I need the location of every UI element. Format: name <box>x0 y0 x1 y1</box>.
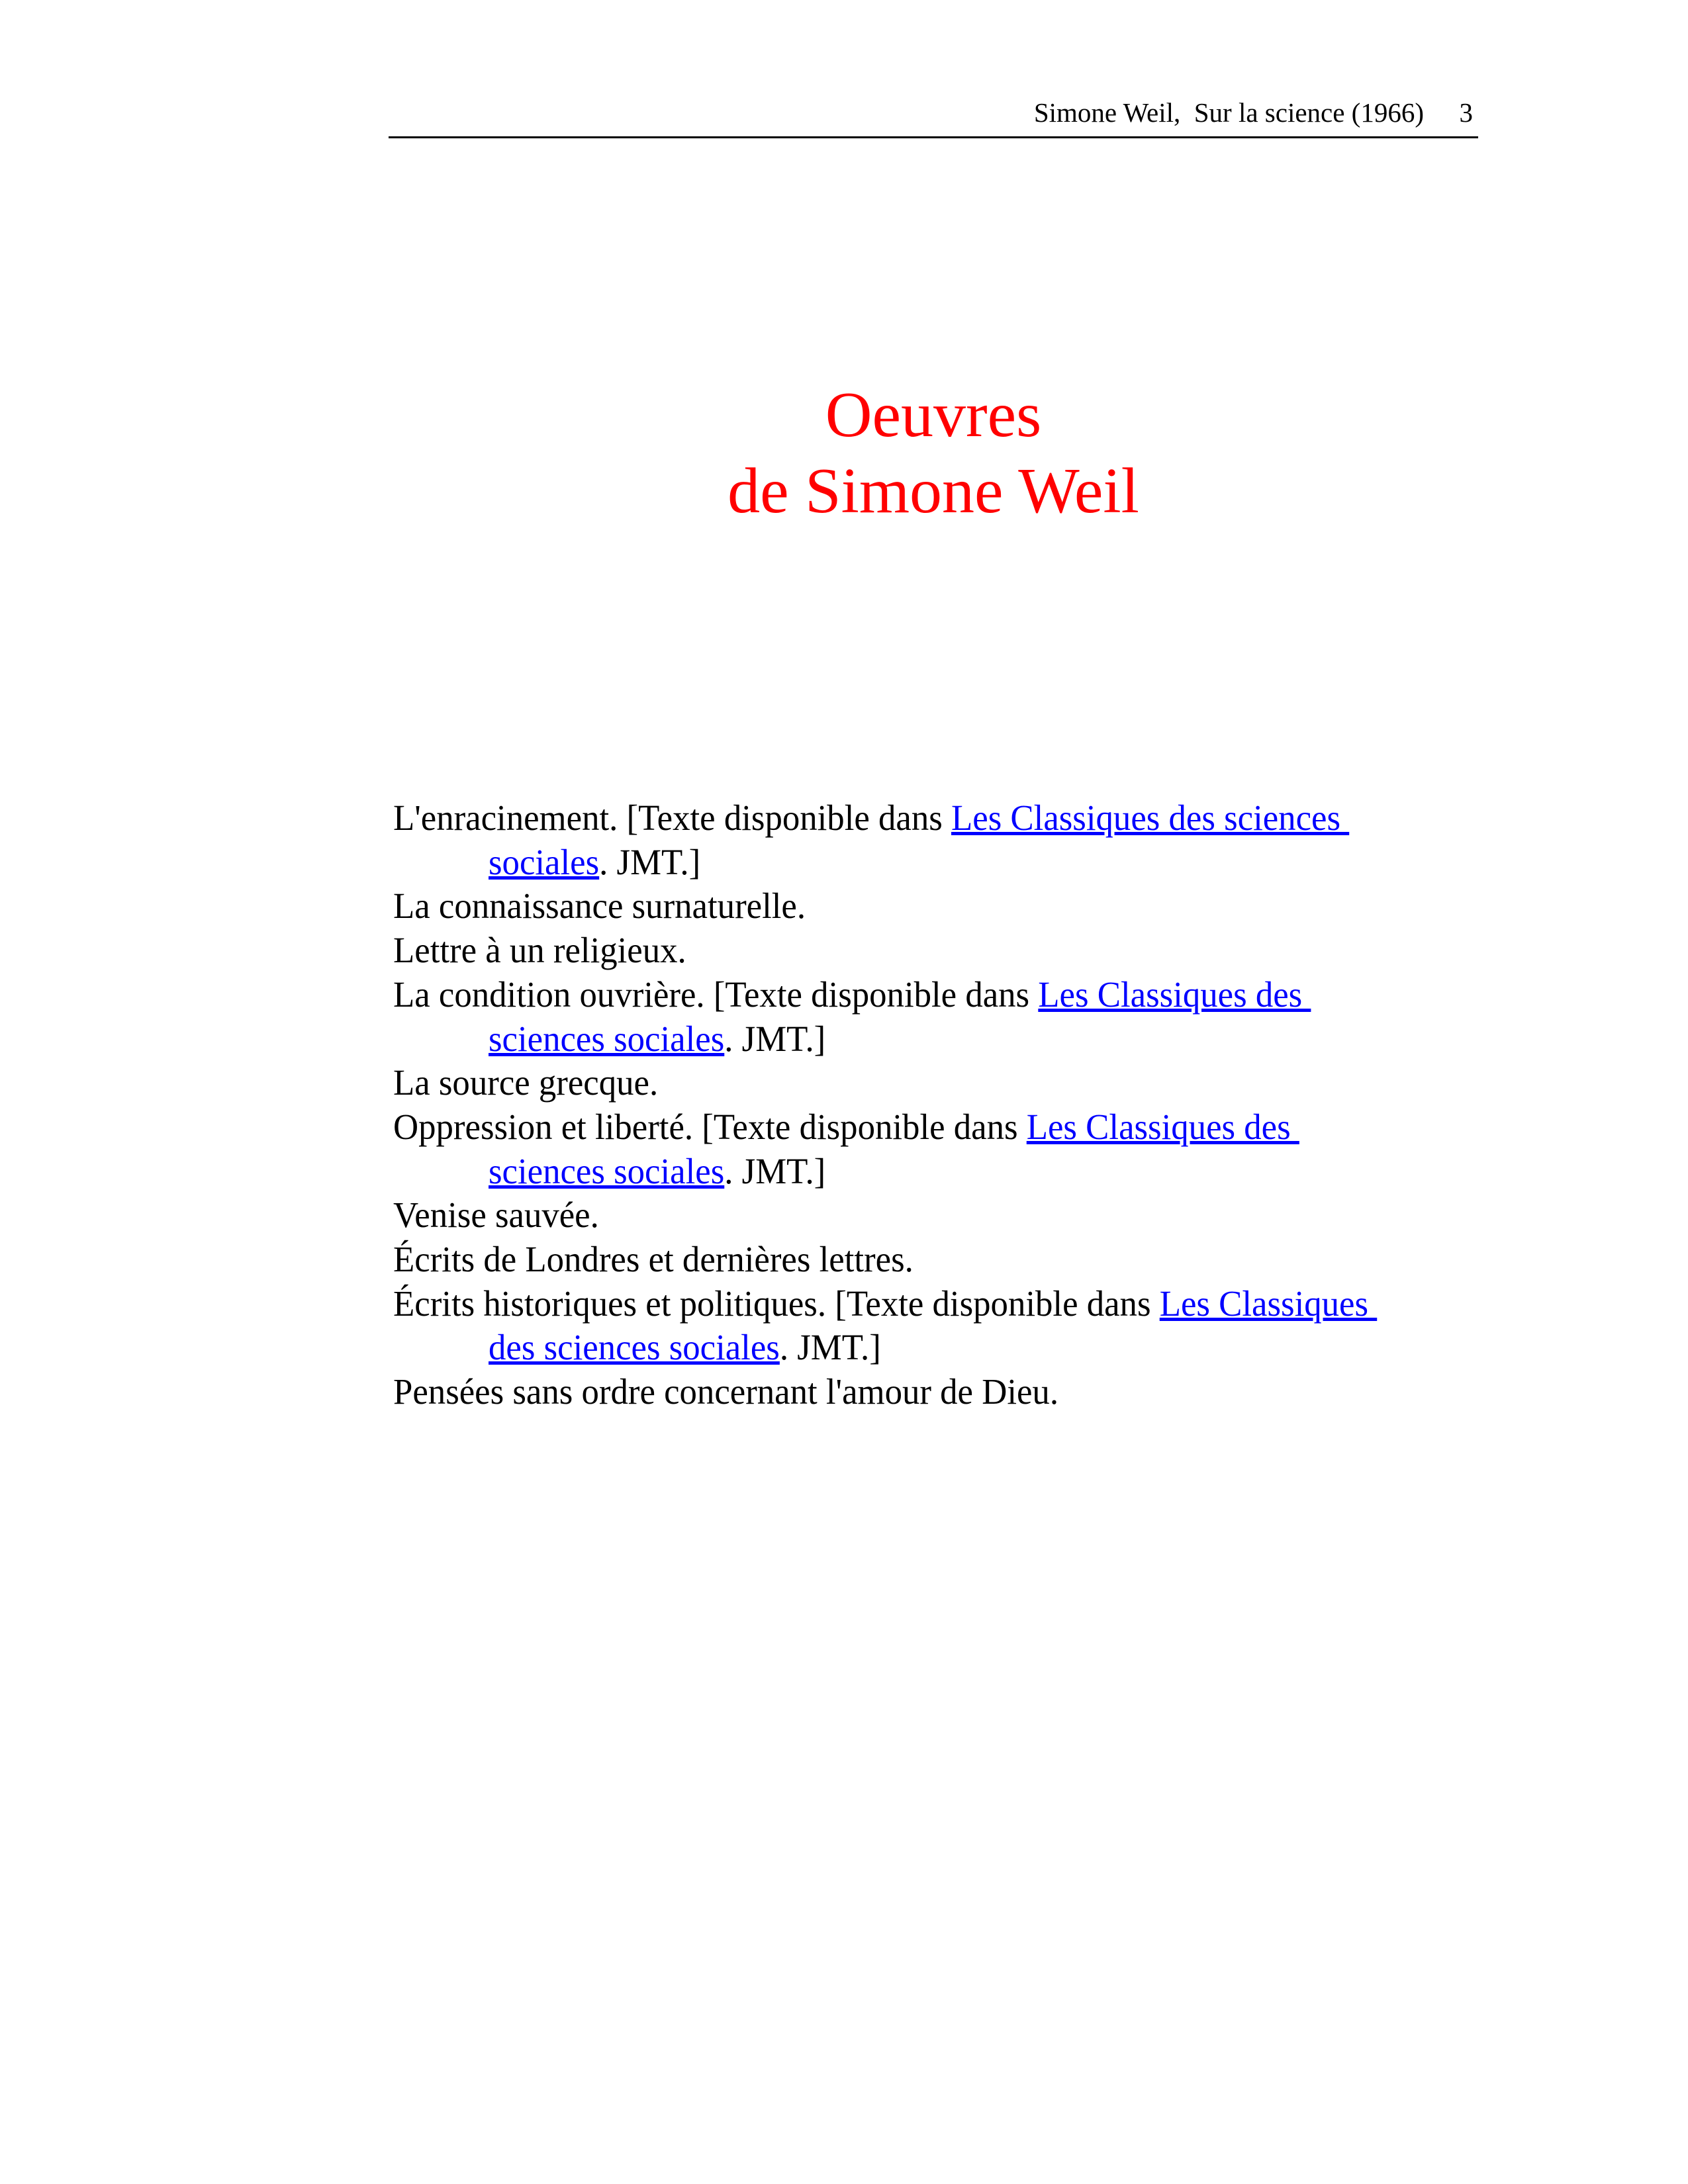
list-item: Écrits de Londres et dernières lettres. <box>393 1238 1418 1282</box>
title-line-1: Oeuvres <box>825 379 1042 451</box>
title-line-2: de Simone Weil <box>727 455 1139 527</box>
running-header: Simone Weil, Sur la science (1966) 3 <box>389 93 1478 138</box>
list-item: La source grecque. <box>393 1061 1418 1105</box>
work-title: Venise sauvée. <box>393 1195 599 1236</box>
list-item: La connaissance surnaturelle. <box>393 884 1418 929</box>
list-item: Venise sauvée. <box>393 1193 1418 1238</box>
work-title: La connaissance surnaturelle. <box>393 886 806 927</box>
work-title: Écrits historiques et politiques. [Texte… <box>393 1283 1160 1324</box>
classiques-link[interactable]: Les Classiques <box>1159 1283 1378 1324</box>
work-title: Pensées sans ordre concernant l'amour de… <box>393 1371 1059 1412</box>
classiques-link[interactable]: sciences sociales <box>489 1150 725 1191</box>
note-suffix: . JMT.] <box>724 1150 826 1191</box>
list-item: La condition ouvrière. [Texte disponible… <box>393 973 1418 1061</box>
work-title: Écrits de Londres et dernières lettres. <box>393 1239 914 1280</box>
list-item: Écrits historiques et politiques. [Texte… <box>393 1282 1418 1370</box>
list-item: Lettre à un religieux. <box>393 929 1418 973</box>
work-title: Oppression et liberté. [Texte disponible… <box>393 1106 1027 1147</box>
work-title: L'enracinement. [Texte disponible dans <box>393 797 951 838</box>
classiques-link[interactable]: Les Classiques des <box>1038 974 1311 1015</box>
work-title: Lettre à un religieux. <box>393 930 686 971</box>
list-item: Pensées sans ordre concernant l'amour de… <box>393 1370 1418 1414</box>
classiques-link[interactable]: sciences sociales <box>489 1018 725 1059</box>
works-list: L'enracinement. [Texte disponible dans L… <box>393 796 1418 1414</box>
note-suffix: . JMT.] <box>724 1018 826 1059</box>
running-title: Simone Weil, Sur la science (1966) <box>1033 97 1424 128</box>
classiques-link[interactable]: Les Classiques des <box>1026 1106 1299 1147</box>
list-item: L'enracinement. [Texte disponible dans L… <box>393 796 1418 884</box>
work-title: La source grecque. <box>393 1062 659 1103</box>
list-item: Oppression et liberté. [Texte disponible… <box>393 1105 1418 1193</box>
work-title: La condition ouvrière. [Texte disponible… <box>393 974 1039 1015</box>
note-suffix: . JMT.] <box>779 1327 881 1368</box>
note-suffix: . JMT.] <box>599 841 701 882</box>
classiques-link[interactable]: Les Classiques des sciences <box>951 797 1350 838</box>
page-title: Oeuvres de Simone Weil <box>389 377 1478 529</box>
page-number: 3 <box>1459 97 1474 128</box>
classiques-link[interactable]: sociales <box>489 841 600 882</box>
classiques-link[interactable]: des sciences sociales <box>489 1327 780 1368</box>
